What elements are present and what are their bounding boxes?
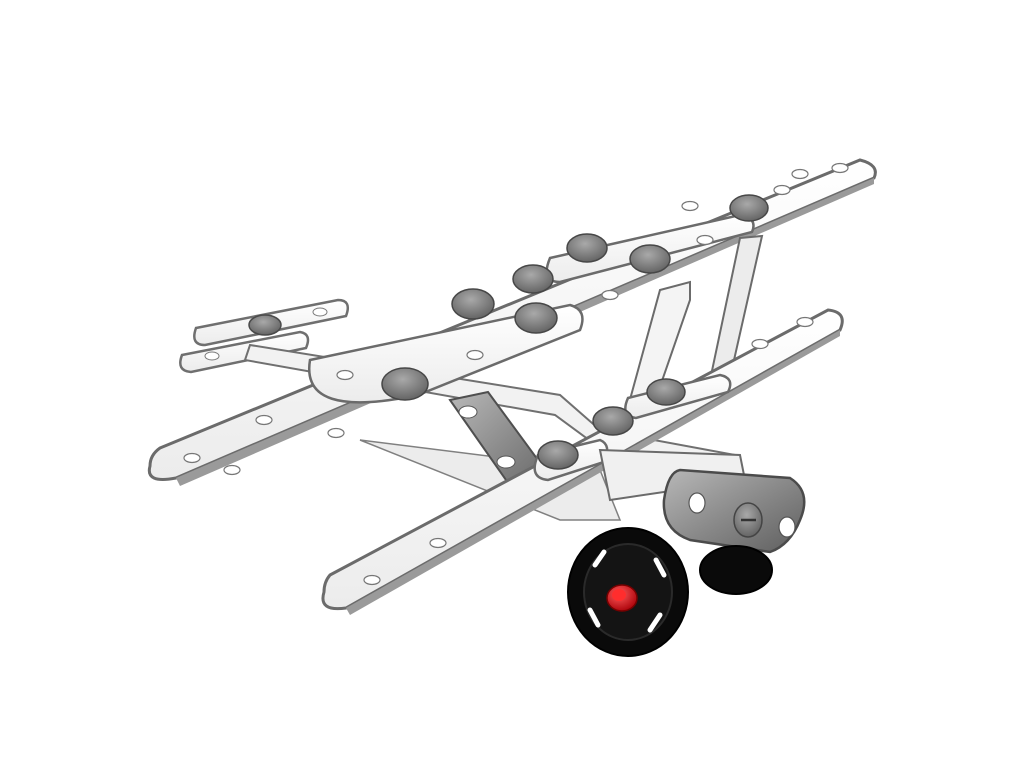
bolt <box>512 264 554 294</box>
bolt <box>537 440 579 470</box>
bolts <box>381 194 769 470</box>
bolt <box>451 288 495 320</box>
bolt <box>629 244 671 274</box>
bolt <box>381 367 429 401</box>
bolt <box>592 406 634 436</box>
bolt <box>514 302 558 334</box>
nose-mount <box>598 448 806 554</box>
bolt <box>729 194 769 222</box>
bolt <box>566 233 608 263</box>
landing-wheels <box>567 527 773 657</box>
tail-plane <box>179 298 349 374</box>
bolt <box>646 378 686 406</box>
